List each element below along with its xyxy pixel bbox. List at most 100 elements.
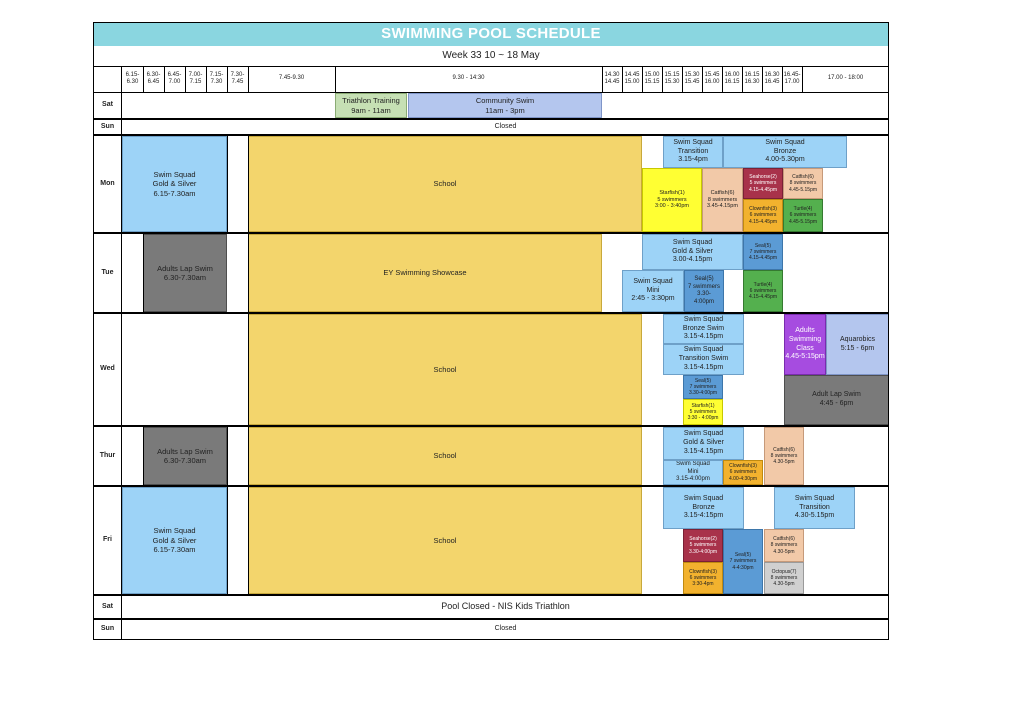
- seahorse-class-block: Seahorse(2) 5 swimmers 3.30-4:00pm: [683, 529, 723, 562]
- catfish-class-block: Catfish(6) 8 swimmers 4.45-5.15pm: [783, 168, 823, 199]
- grid-line: [662, 66, 663, 92]
- closed-label: Closed: [494, 122, 517, 130]
- grid-line: [93, 134, 889, 136]
- swim-squad-bronze-block: Swim Squad Bronze Swim 3.15-4.15pm: [663, 314, 744, 344]
- time-slot: 6.30- 6.45: [146, 71, 161, 86]
- time-slot: 7.30- 7.45: [230, 71, 245, 86]
- time-slot: 6.15- 6.30: [125, 71, 140, 86]
- grid-line: [248, 233, 249, 313]
- grid-line: [93, 485, 889, 487]
- grid-line: [782, 66, 783, 92]
- adults-lap-swim-block: Adults Lap Swim 6.30-7.30am: [143, 427, 227, 485]
- swim-squad-bronze-block: Swim Squad Bronze 4.00-5.30pm: [723, 136, 847, 168]
- day-label: Mon: [100, 179, 115, 187]
- catfish-class-block: Catfish(6) 8 swimmers 4.30-5pm: [764, 427, 804, 485]
- day-label: Sat: [102, 101, 113, 109]
- grid-line: [143, 233, 144, 313]
- seal-class-block: Seal(5) 7 swimmers 4.15-4.45pm: [743, 234, 783, 270]
- grid-line: [762, 66, 763, 92]
- day-label: Thur: [99, 451, 116, 459]
- day-label: Sun: [100, 625, 115, 633]
- time-slot: 7.45-9.30: [278, 75, 305, 82]
- ey-swimming-showcase-block: EY Swimming Showcase: [248, 234, 602, 312]
- grid-line: [227, 135, 228, 233]
- clownfish-class-block: Clownfish(3) 6 swimmers 3:30-4pm: [683, 562, 723, 594]
- school-block: School: [248, 314, 642, 425]
- grid-line: [722, 66, 723, 92]
- time-slot: 16.30 16.45: [764, 71, 780, 86]
- seahorse-class-block: Seahorse(2) 5 swimmers 4.15-4.45pm: [743, 168, 783, 199]
- grid-line: [206, 66, 207, 92]
- swim-squad-transition-block: Swim Squad Transition 4.30-5.15pm: [774, 487, 855, 529]
- starfish-class-block: Starfish(1) 5 swimmers 3:00 - 3:40pm: [642, 168, 702, 232]
- swim-squad-transition-block: Swim Squad Transition 3.15-4pm: [663, 136, 723, 168]
- time-slot: 16.00 16.15: [724, 71, 740, 86]
- time-slot: 15.15 15.30: [664, 71, 680, 86]
- grid-line: [682, 66, 683, 92]
- time-slot: 15.45 16.00: [704, 71, 720, 86]
- grid-line: [622, 66, 623, 92]
- grid-line: [248, 486, 249, 595]
- grid-line: [227, 66, 228, 92]
- grid-line: [93, 92, 889, 93]
- grid-line: [248, 135, 249, 233]
- adults-lap-swim-block: Adults Lap Swim 6.30-7.30am: [143, 234, 227, 312]
- closed-label: Closed: [494, 625, 517, 633]
- adults-swimming-class-block: Adults Swimming Class 4.45-5:15pm: [784, 314, 826, 375]
- grid-line: [227, 426, 228, 486]
- swim-squad-transition-block: Swim Squad Transition Swim 3.15-4.15pm: [663, 344, 744, 375]
- swim-squad-mini-block: Swim Squad Mini 3.15-4:00pm: [663, 460, 723, 485]
- time-slot: 7.00- 7.15: [188, 71, 203, 86]
- catfish-class-block: Catfish(6) 8 swimmers 3.45-4.15pm: [702, 168, 743, 232]
- grid-line: [143, 66, 144, 92]
- seal-class-block: Seal(5) 7 swimmers 4-4:30pm: [723, 529, 763, 594]
- turtle-class-block: Turtle(4) 6 swimmers 4.15-4.45pm: [743, 270, 783, 312]
- day-label: Tue: [101, 268, 114, 276]
- grid-line: [227, 486, 228, 595]
- school-block: School: [248, 427, 642, 485]
- time-slot: 9.30 - 14:30: [452, 75, 485, 82]
- swim-squad-gold-silver-block: Swim Squad Gold & Silver 3.00-4.15pm: [642, 234, 743, 270]
- aquarobics-block: Aquarobics 5:15 - 6pm: [826, 314, 889, 375]
- week-label: Week 33 10 ~ 18 May: [442, 49, 540, 61]
- day-label: Fri: [103, 536, 112, 544]
- grid-line: [93, 425, 889, 427]
- seal-class-block: Seal(5) 7 swimmers 3.30-4:00pm: [683, 375, 723, 399]
- grid-line: [185, 66, 186, 92]
- time-slot: 16.15 16.30: [744, 71, 760, 86]
- school-block: School: [248, 487, 642, 594]
- day-label: Sun: [100, 122, 115, 130]
- clownfish-class-block: Clownfish(3) 6 swimmers 4.00-4:30pm: [723, 460, 763, 485]
- grid-line: [248, 313, 249, 426]
- grid-line: [248, 426, 249, 486]
- time-slot: 6.45- 7.00: [167, 71, 182, 86]
- grid-line: [93, 312, 889, 314]
- swim-squad-bronze-block: Swim Squad Bronze 3.15-4:15pm: [663, 487, 744, 529]
- starfish-class-block: Starfish(1) 5 swimmers 3:30 - 4:00pm: [683, 399, 723, 425]
- grid-line: [248, 66, 249, 92]
- grid-line: [143, 426, 144, 486]
- catfish-class-block: Catfish(6) 8 swimmers 4.30-5pm: [764, 529, 804, 562]
- octopus-class-block: Octopus(7) 8 swimmers 4.30-5pm: [764, 562, 804, 594]
- school-block: School: [248, 136, 642, 232]
- grid-line: [121, 66, 122, 640]
- schedule-title: SWIMMING POOL SCHEDULE: [93, 22, 889, 46]
- schedule-sheet: SWIMMING POOL SCHEDULE Week 33 10 ~ 18 M…: [93, 22, 889, 640]
- time-slot: 16.45- 17.00: [783, 71, 801, 86]
- turtle-class-block: Turtle(4) 6 swimmers 4.45-5.15pm: [783, 199, 823, 232]
- grid-line: [642, 66, 643, 92]
- swim-squad-gold-silver-block: Swim Squad Gold & Silver 6.15-7.30am: [122, 136, 227, 232]
- grid-line: [742, 66, 743, 92]
- time-slot: 7.15- 7.30: [209, 71, 224, 86]
- grid-line: [93, 639, 889, 640]
- grid-line: [93, 118, 889, 120]
- clownfish-class-block: Clownfish(3) 6 swimmers 4.15-4.45pm: [743, 199, 783, 232]
- seal-class-block: Seal(5) 7 swimmers 3.30- 4:00pm: [684, 270, 724, 312]
- grid-line: [335, 66, 336, 92]
- grid-line: [888, 22, 889, 640]
- time-slot: 14.30 14.45: [604, 71, 620, 86]
- swim-squad-gold-silver-block: Swim Squad Gold & Silver 6.15-7.30am: [122, 487, 227, 594]
- time-slot: 14.45 15.00: [624, 71, 640, 86]
- adult-lap-swim-block: Adult Lap Swim 4:45 - 6pm: [784, 375, 889, 425]
- time-slot: 17.00 - 18:00: [827, 75, 864, 82]
